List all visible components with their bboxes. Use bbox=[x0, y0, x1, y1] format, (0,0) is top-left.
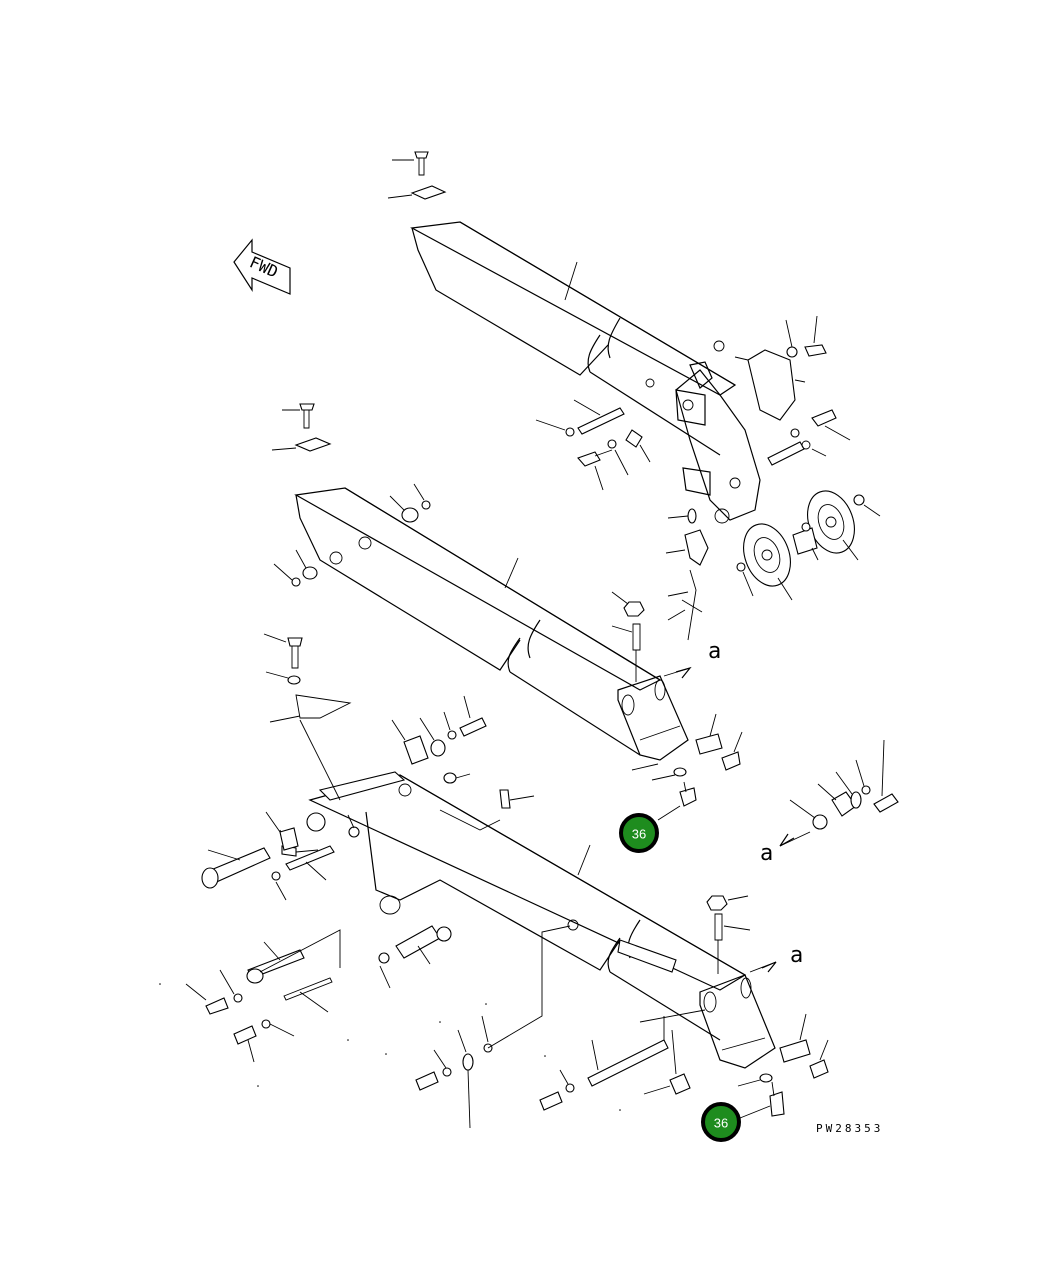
lower-bolt-bottom-1 bbox=[415, 1049, 452, 1091]
lower-bolt-bottom-2 bbox=[539, 1069, 575, 1111]
lower-pin-main bbox=[201, 847, 271, 889]
upper-bolt-right bbox=[785, 315, 827, 358]
top-bolt-1 bbox=[392, 151, 429, 176]
section-marker-a2: a bbox=[790, 943, 803, 968]
lower-rod bbox=[283, 977, 333, 1013]
lower-bolt-left-2 bbox=[233, 1019, 295, 1063]
lower-ring-upper bbox=[443, 772, 471, 784]
upper-bolt-left bbox=[577, 439, 629, 491]
middle-arm bbox=[294, 487, 689, 771]
middle-pad bbox=[695, 713, 723, 755]
lower-boom bbox=[308, 774, 776, 1069]
upper-washer-left bbox=[625, 429, 651, 463]
marker-arrow-a1: a bbox=[663, 639, 721, 679]
callout-36-lower-label: 36 bbox=[714, 1116, 728, 1131]
callout-36-upper[interactable]: 36 bbox=[619, 805, 681, 853]
pulley-spacer bbox=[792, 522, 819, 561]
lower-stud bbox=[714, 913, 751, 974]
leader-dots bbox=[159, 983, 621, 1111]
middle-bolt-top bbox=[282, 403, 315, 429]
hose-clamp bbox=[667, 569, 703, 641]
upper-pin bbox=[767, 440, 827, 466]
grease-fitting-right bbox=[499, 789, 535, 809]
pulley-large bbox=[807, 490, 881, 561]
fwd-arrow-icon: FWD bbox=[233, 238, 291, 295]
lower-bolt-left-1 bbox=[185, 969, 243, 1015]
middle-stud bbox=[611, 623, 641, 682]
lower-top-washer bbox=[265, 671, 301, 685]
lower-hose-clip bbox=[457, 1029, 474, 1129]
middle-bracket bbox=[721, 731, 743, 771]
lower-bushing-left bbox=[265, 811, 360, 851]
marker-arrow-a2: a bbox=[749, 943, 803, 973]
lower-pad bbox=[779, 1013, 811, 1063]
middle-bushing-left bbox=[273, 549, 318, 587]
lower-stopper bbox=[643, 1029, 691, 1095]
middle-bushing-right bbox=[389, 483, 431, 523]
upper-bracket bbox=[734, 349, 806, 421]
lower-bracket bbox=[809, 1039, 829, 1079]
middle-nut bbox=[611, 591, 645, 617]
section-marker-a3: a bbox=[760, 841, 773, 866]
lower-pin-upper bbox=[391, 717, 446, 765]
lower-clamp bbox=[481, 925, 571, 1053]
callout-36-upper-label: 36 bbox=[632, 827, 646, 842]
marker-arrow-a3: a bbox=[760, 831, 811, 866]
lower-bushing-center bbox=[378, 925, 452, 989]
upper-bracket-small bbox=[665, 529, 709, 566]
upper-arm bbox=[410, 221, 761, 524]
upper-bolt-right-2 bbox=[790, 409, 851, 441]
lower-washer bbox=[737, 1073, 773, 1087]
lower-top-bolt bbox=[263, 633, 303, 669]
lower-pin-small bbox=[271, 845, 335, 901]
middle-washer bbox=[651, 767, 687, 781]
section-marker-a1: a bbox=[708, 639, 721, 664]
lower-nut bbox=[706, 895, 749, 911]
pulley-small bbox=[736, 523, 793, 601]
drawing-code: PW28353 bbox=[816, 1122, 883, 1135]
upper-pin-left bbox=[535, 399, 625, 437]
lower-pin-bottom bbox=[587, 1016, 669, 1087]
middle-plate-top bbox=[271, 437, 332, 452]
cap-assembly bbox=[789, 739, 899, 830]
middle-bolt-bottom bbox=[679, 781, 697, 807]
lower-boom-bracket bbox=[269, 694, 406, 801]
top-plate-1 bbox=[387, 185, 447, 200]
upper-clip bbox=[667, 508, 697, 524]
lower-pin-long bbox=[246, 929, 341, 984]
callout-36-lower[interactable]: 36 bbox=[701, 1102, 771, 1142]
lower-bolt-right bbox=[769, 1081, 785, 1117]
lower-bolt-upper bbox=[443, 695, 487, 740]
fwd-label: FWD bbox=[247, 252, 281, 281]
